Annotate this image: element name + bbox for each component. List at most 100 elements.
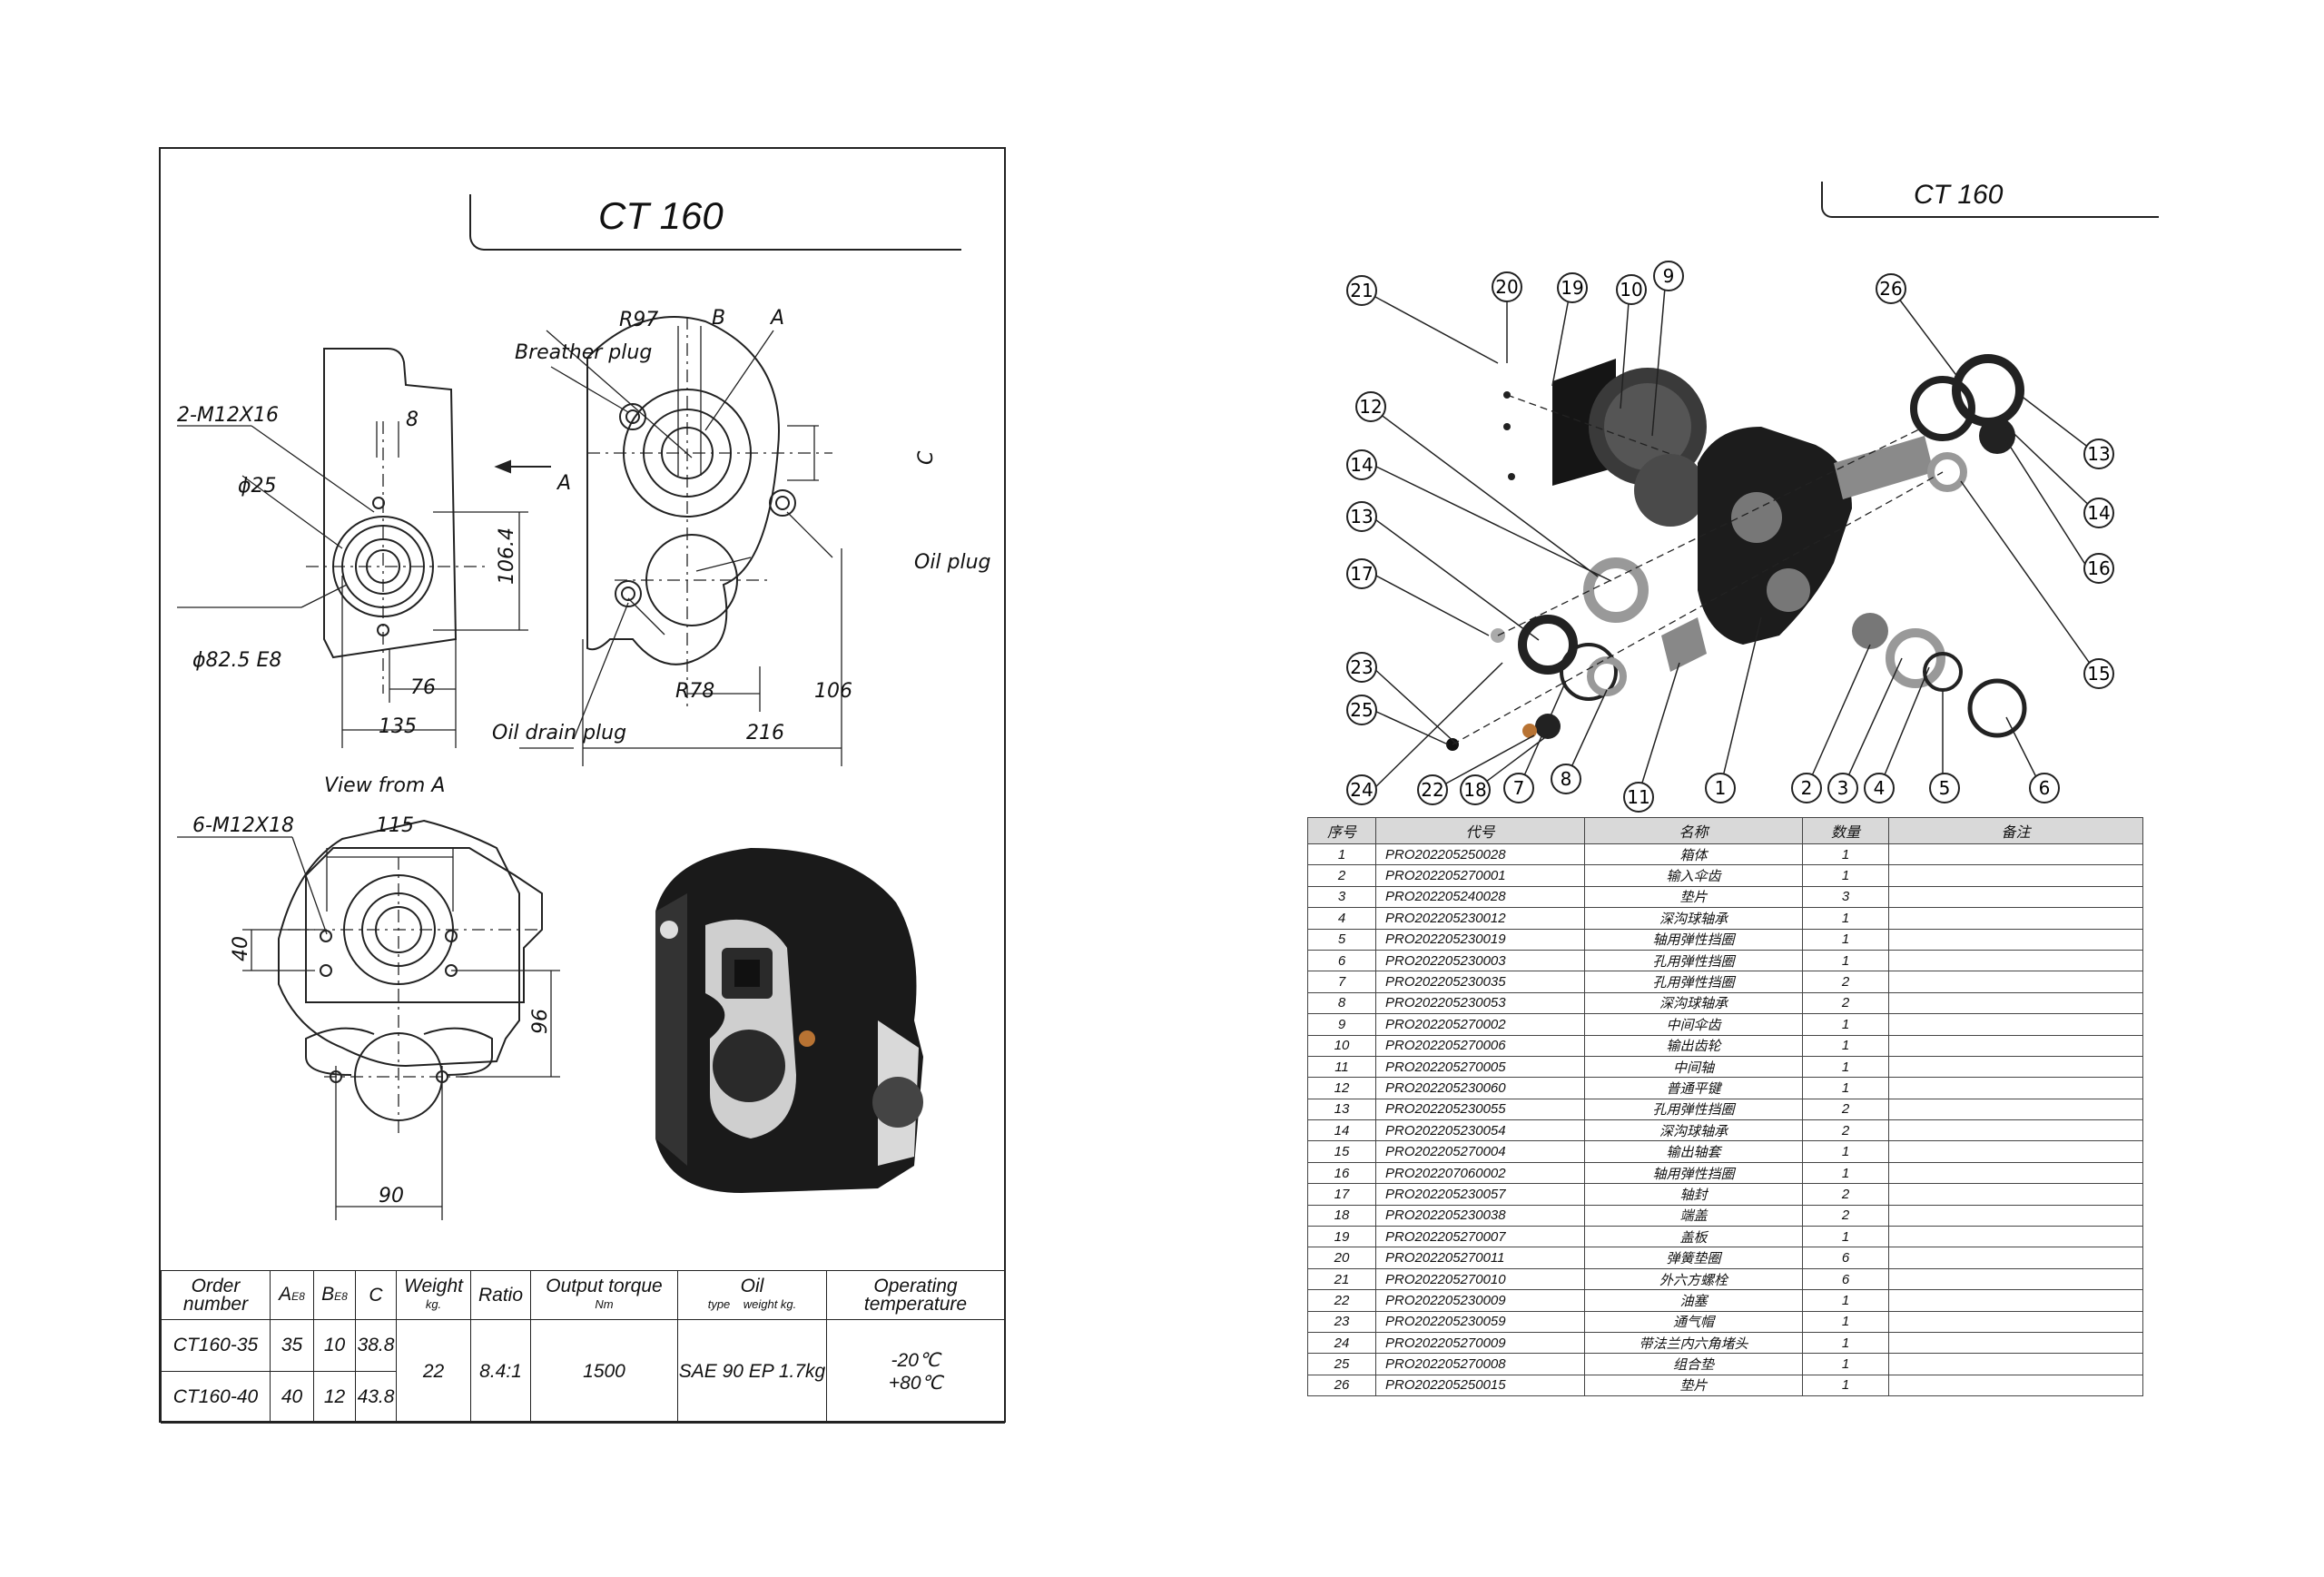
parts-cell-remark bbox=[1888, 1055, 2143, 1079]
parts-cell-code: PRO202205230012 bbox=[1375, 907, 1585, 930]
callout-13: 13 bbox=[1346, 501, 1377, 532]
parts-cell-index: 2 bbox=[1307, 864, 1376, 887]
spec-header-c: C bbox=[355, 1270, 397, 1320]
svg-text:13: 13 bbox=[2087, 443, 2110, 465]
parts-cell-name: 普通平键 bbox=[1584, 1077, 1803, 1099]
parts-cell-remark bbox=[1888, 864, 2143, 887]
callout-20: 20 bbox=[1492, 271, 1522, 302]
svg-text:21: 21 bbox=[1350, 280, 1373, 301]
parts-cell-remark bbox=[1888, 1034, 2143, 1057]
parts-cell-remark bbox=[1888, 1140, 2143, 1163]
parts-cell-code: PRO202205240028 bbox=[1375, 885, 1585, 909]
callout-14b: 14 bbox=[2083, 498, 2114, 528]
parts-header-qty: 数量 bbox=[1802, 817, 1889, 844]
front-view-outline bbox=[586, 316, 780, 665]
parts-cell-index: 24 bbox=[1307, 1331, 1376, 1355]
parts-cell-qty: 3 bbox=[1802, 885, 1889, 909]
spec-cell-order: CT160-35 bbox=[161, 1319, 271, 1372]
label-dim90: 90 bbox=[379, 1185, 404, 1207]
right-parts-sheet: CT 160 bbox=[1307, 163, 2179, 1434]
label-view-from-a: View from A bbox=[324, 774, 445, 797]
callouts: 21 20 19 10 9 26 12 14 13 17 23 25 24 22… bbox=[1346, 261, 2114, 813]
parts-cell-code: PRO202205270001 bbox=[1375, 864, 1585, 887]
callout-19: 19 bbox=[1557, 272, 1588, 303]
svg-text:2: 2 bbox=[1801, 777, 1813, 799]
parts-cell-remark bbox=[1888, 843, 2143, 866]
parts-cell-qty: 1 bbox=[1802, 1331, 1889, 1355]
callout-2: 2 bbox=[1791, 773, 1822, 803]
spec-cell-torque: 1500 bbox=[530, 1319, 678, 1424]
right-title: CT 160 bbox=[1914, 180, 2004, 210]
parts-cell-qty: 1 bbox=[1802, 1077, 1889, 1099]
parts-cell-name: 带法兰内六角堵头 bbox=[1584, 1331, 1803, 1355]
label-dim96: 96 bbox=[529, 1009, 552, 1034]
parts-cell-index: 23 bbox=[1307, 1310, 1376, 1333]
parts-cell-remark bbox=[1888, 971, 2143, 993]
parts-cell-name: 孔用弹性挡圈 bbox=[1584, 971, 1803, 993]
parts-cell-qty: 1 bbox=[1802, 1289, 1889, 1312]
svg-text:19: 19 bbox=[1561, 277, 1583, 299]
parts-header-remark: 备注 bbox=[1888, 817, 2143, 844]
svg-text:26: 26 bbox=[1879, 278, 1902, 300]
spec-cell-order: CT160-40 bbox=[161, 1371, 271, 1424]
label-oil-plug: Oil plug bbox=[914, 551, 991, 574]
parts-cell-remark bbox=[1888, 1204, 2143, 1227]
parts-cell-name: 中间伞齿 bbox=[1584, 1013, 1803, 1036]
spec-header-a: AE8 bbox=[270, 1270, 314, 1320]
parts-header-name: 名称 bbox=[1584, 817, 1803, 844]
flange-plate bbox=[305, 847, 543, 1003]
svg-text:25: 25 bbox=[1350, 699, 1373, 721]
parts-cell-qty: 1 bbox=[1802, 1226, 1889, 1248]
parts-cell-index: 11 bbox=[1307, 1055, 1376, 1079]
parts-cell-index: 14 bbox=[1307, 1119, 1376, 1142]
left-title: CT 160 bbox=[598, 194, 724, 237]
parts-cell-index: 22 bbox=[1307, 1289, 1376, 1312]
parts-cell-name: 通气帽 bbox=[1584, 1310, 1803, 1333]
svg-text:16: 16 bbox=[2087, 557, 2110, 579]
parts-cell-qty: 1 bbox=[1802, 1055, 1889, 1079]
svg-text:14: 14 bbox=[2087, 502, 2110, 524]
callout-12: 12 bbox=[1355, 391, 1386, 422]
parts-cell-name: 孔用弹性挡圈 bbox=[1584, 1098, 1803, 1121]
label-m12x18: 6-M12X18 bbox=[192, 814, 294, 837]
callout-9: 9 bbox=[1653, 261, 1684, 291]
callout-11: 11 bbox=[1623, 782, 1654, 813]
parts-cell-code: PRO202205230053 bbox=[1375, 991, 1585, 1015]
parts-cell-qty: 1 bbox=[1802, 1013, 1889, 1036]
parts-cell-index: 4 bbox=[1307, 907, 1376, 930]
callout-14: 14 bbox=[1346, 449, 1377, 480]
svg-text:7: 7 bbox=[1513, 777, 1525, 799]
label-dim106: 106 bbox=[814, 680, 852, 703]
parts-cell-remark bbox=[1888, 1077, 2143, 1099]
parts-cell-index: 18 bbox=[1307, 1204, 1376, 1227]
parts-cell-qty: 1 bbox=[1802, 843, 1889, 866]
spec-row-2: CT160-40 40 12 43.8 bbox=[161, 1371, 1005, 1424]
svg-text:12: 12 bbox=[1359, 396, 1382, 418]
parts-cell-index: 16 bbox=[1307, 1161, 1376, 1185]
parts-cell-code: PRO202205270010 bbox=[1375, 1267, 1585, 1291]
parts-cell-remark bbox=[1888, 1013, 2143, 1036]
parts-cell-index: 21 bbox=[1307, 1267, 1376, 1291]
parts-cell-remark bbox=[1888, 1161, 2143, 1185]
parts-cell-index: 6 bbox=[1307, 949, 1376, 972]
parts-cell-remark bbox=[1888, 928, 2143, 951]
parts-cell-index: 15 bbox=[1307, 1140, 1376, 1163]
svg-text:6: 6 bbox=[2039, 777, 2051, 799]
parts-cell-name: 箱体 bbox=[1584, 843, 1803, 866]
label-breather-plug: Breather plug bbox=[515, 341, 652, 364]
parts-cell-qty: 6 bbox=[1802, 1247, 1889, 1269]
parts-cell-name: 轴用弹性挡圈 bbox=[1584, 1161, 1803, 1185]
callout-25: 25 bbox=[1346, 695, 1377, 725]
